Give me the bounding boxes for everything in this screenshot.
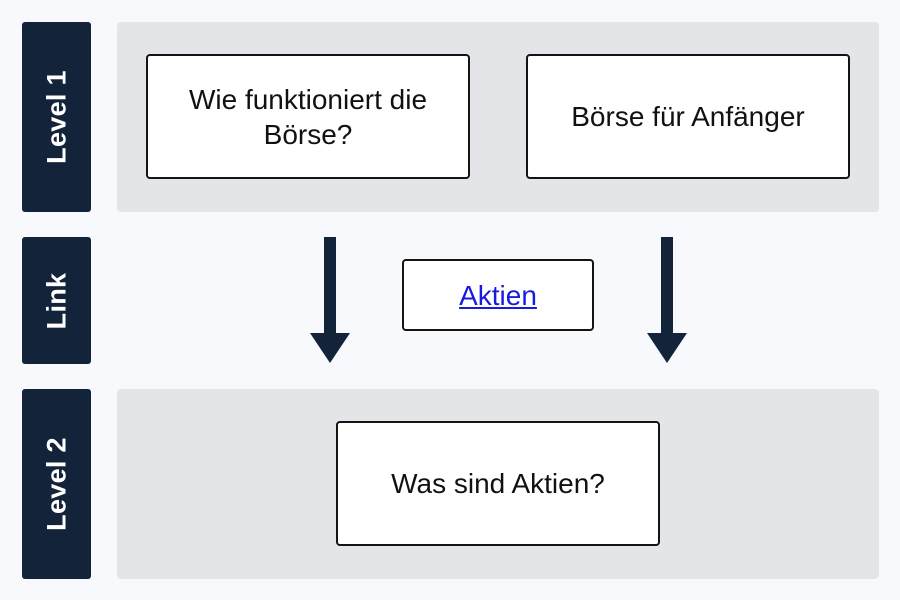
row-label-level-2: Level 2 bbox=[22, 389, 91, 579]
link-box[interactable]: Aktien bbox=[402, 259, 594, 331]
arrow-left bbox=[310, 237, 350, 363]
row-label-link: Link bbox=[22, 237, 91, 364]
level-1-box-right-text: Börse für Anfänger bbox=[571, 101, 805, 132]
level-1-box-left-text: Wie funktioniert die Börse? bbox=[188, 83, 428, 150]
level-2-box[interactable]: Was sind Aktien? bbox=[336, 421, 660, 546]
row-label-level-1: Level 1 bbox=[22, 22, 91, 212]
arrow-right bbox=[647, 237, 687, 363]
link-aktien[interactable]: Aktien bbox=[459, 279, 537, 311]
level-1-box-left[interactable]: Wie funktioniert die Börse? bbox=[146, 54, 470, 179]
level-1-box-right[interactable]: Börse für Anfänger bbox=[526, 54, 850, 179]
level-2-box-text: Was sind Aktien? bbox=[391, 468, 605, 499]
